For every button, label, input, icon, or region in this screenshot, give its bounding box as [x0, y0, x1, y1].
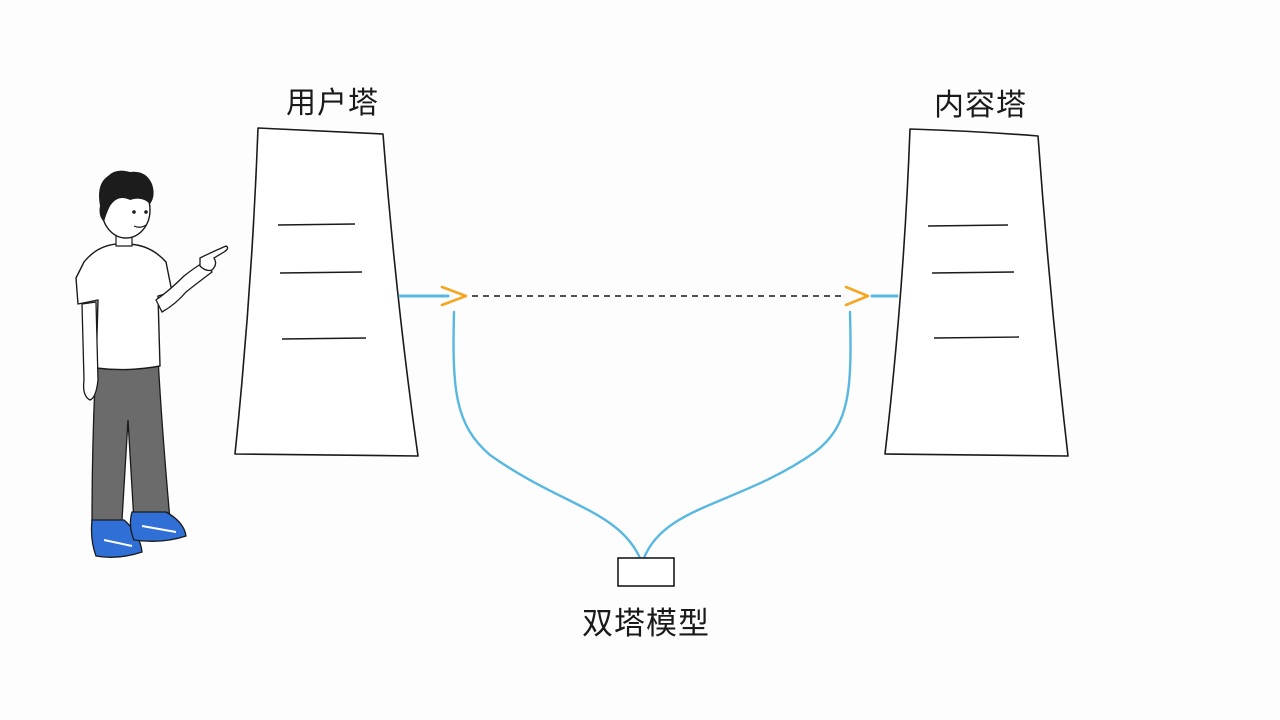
content-tower-layer-line: [931, 271, 1015, 274]
user-tower: [234, 127, 419, 457]
content-arrow-icon: [844, 285, 870, 307]
user-arrow-icon: [440, 285, 468, 307]
user-tower-label: 用户塔: [286, 86, 379, 121]
content-tower-layer-line: [933, 336, 1020, 339]
content-tower-layer-line: [927, 224, 1009, 227]
content-tower-label: 内容塔: [934, 88, 1027, 123]
user-tower-layer-line: [277, 223, 356, 226]
left-connector-curve: [452, 310, 642, 560]
user-tower-layer-line: [281, 337, 367, 340]
model-label: 双塔模型: [582, 606, 710, 642]
right-connector-curve: [642, 310, 852, 560]
person-icon: [75, 170, 229, 558]
user-tower-layer-line: [279, 271, 363, 274]
content-tower: [884, 128, 1069, 457]
model-box: [617, 557, 675, 587]
